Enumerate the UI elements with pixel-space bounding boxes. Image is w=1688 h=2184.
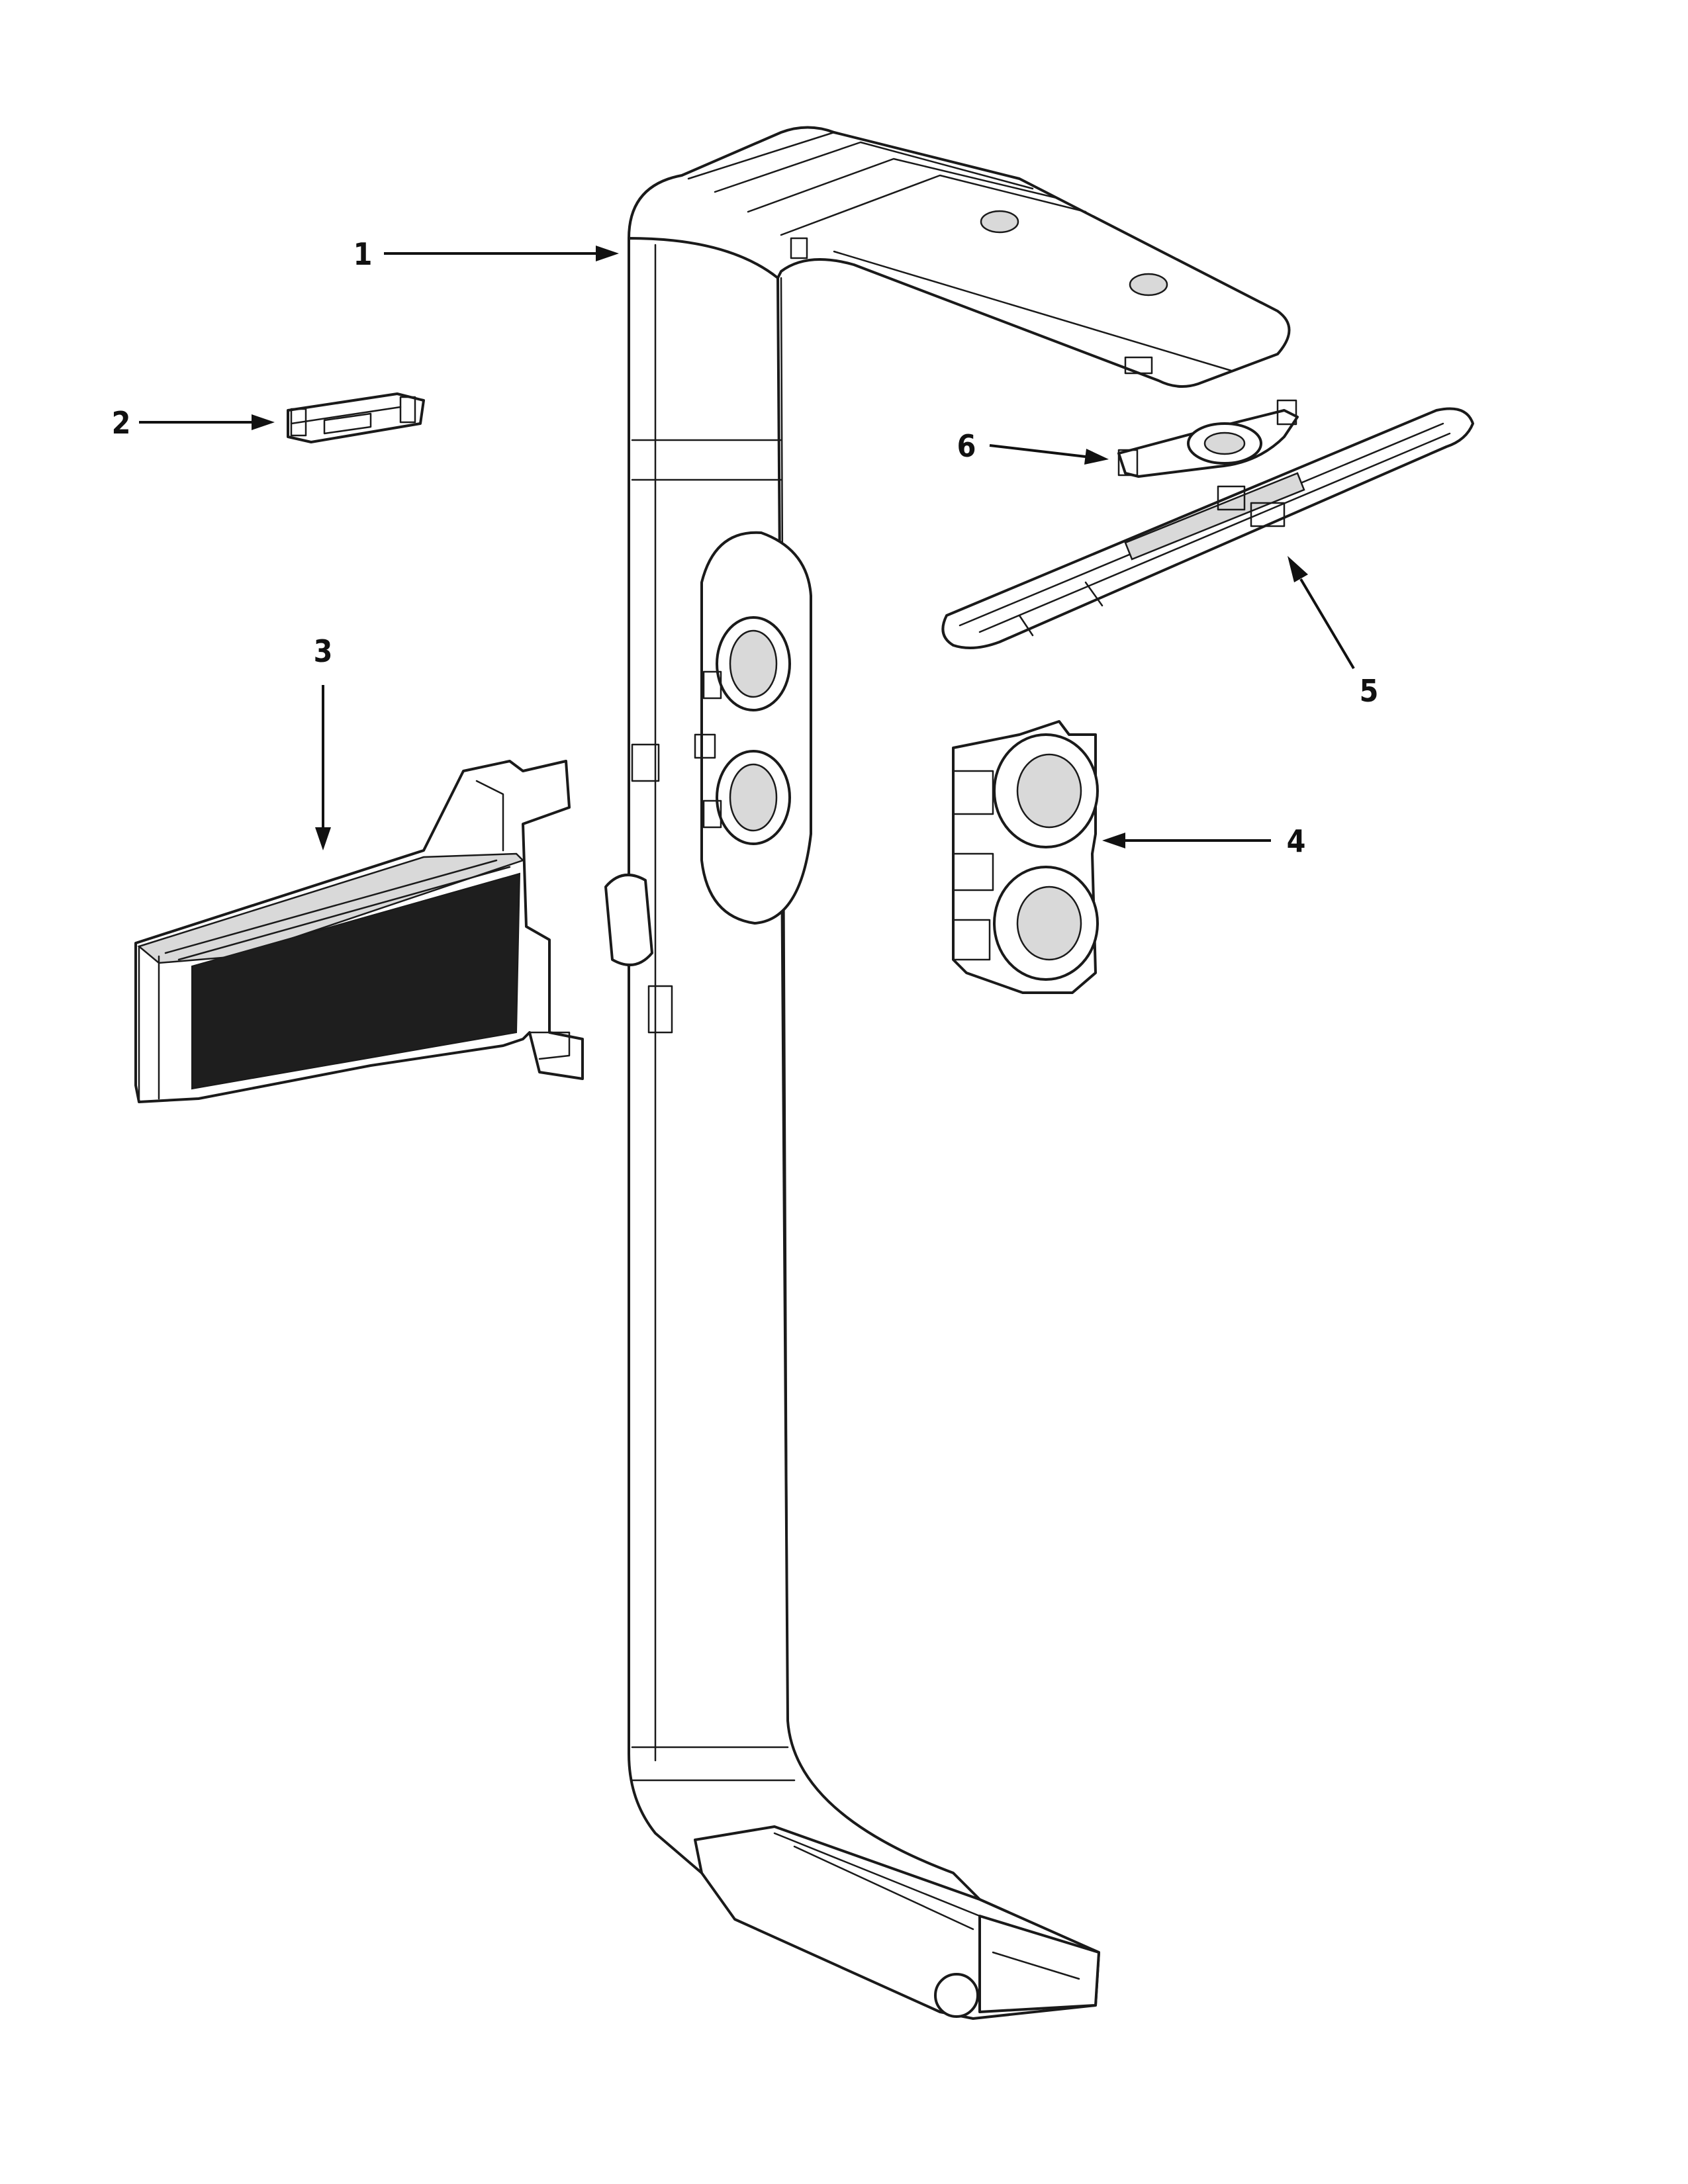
arrowhead-1	[596, 246, 619, 261]
callout-1: 1	[353, 236, 373, 272]
leader-5	[1299, 578, 1355, 670]
callout-leaders	[139, 246, 1355, 850]
arrowhead-4	[1102, 833, 1125, 848]
arrowhead-3	[315, 827, 331, 850]
callout-labels: 1 2 3 4 5 6	[112, 236, 1379, 859]
hub-bracket	[1117, 399, 1299, 478]
callout-4: 4	[1287, 823, 1306, 859]
clip-part	[287, 392, 425, 443]
filter-housing	[134, 760, 584, 1103]
callout-3: 3	[314, 633, 333, 669]
long-bracket	[941, 407, 1474, 649]
arrowhead-6	[1084, 449, 1109, 465]
leader-6	[989, 444, 1086, 458]
arrowhead-2	[252, 414, 275, 430]
dual-port-grommet	[952, 720, 1099, 994]
arrowhead-5	[1288, 556, 1308, 582]
callout-2: 2	[112, 405, 131, 441]
callout-5: 5	[1360, 673, 1379, 709]
callout-6: 6	[957, 428, 976, 464]
air-duct-assembly	[604, 126, 1291, 2020]
